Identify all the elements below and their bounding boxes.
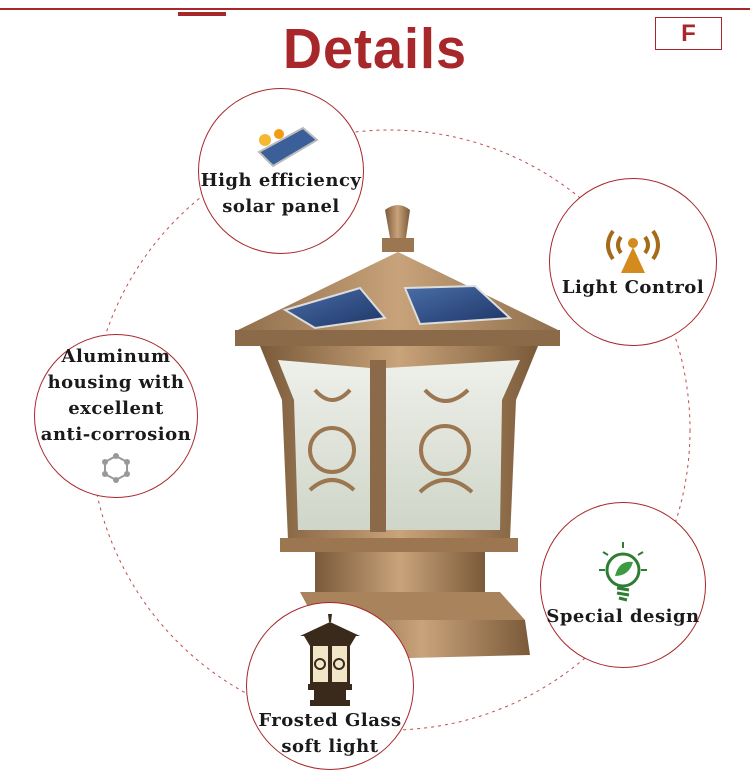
feature-label: anti-corrosion [40,424,192,445]
feature-label: Special design [546,606,700,627]
feature-label: High efficiency [200,170,362,191]
solar-post-lamp-image [235,205,560,660]
page-title: Details [282,17,468,81]
lamp-thumbnail-icon [300,614,360,706]
feature-solar-panel: High efficiency solar panel [198,88,364,254]
molecule-icon [102,453,130,483]
feature-aluminum-housing: Aluminum housing with excellent anti-cor… [34,334,198,498]
feature-label: excellent [68,398,164,419]
feature-frosted-glass: Frosted Glass soft light [246,602,414,770]
feature-label: soft light [281,736,379,757]
light-sensor-icon [606,229,660,273]
feature-label: solar panel [222,196,340,217]
feature-special-design: Special design [540,502,706,668]
eco-bulb-icon [599,542,647,602]
feature-label: housing with [47,372,185,393]
section-tag: F [655,17,722,50]
solar-panel-icon [257,126,319,168]
top-accent-bar [178,12,226,16]
feature-light-control: Light Control [549,178,717,346]
top-divider-line [0,8,750,10]
feature-label: Light Control [561,277,705,298]
feature-label: Frosted Glass [258,710,402,731]
feature-label: Aluminum [61,346,171,367]
